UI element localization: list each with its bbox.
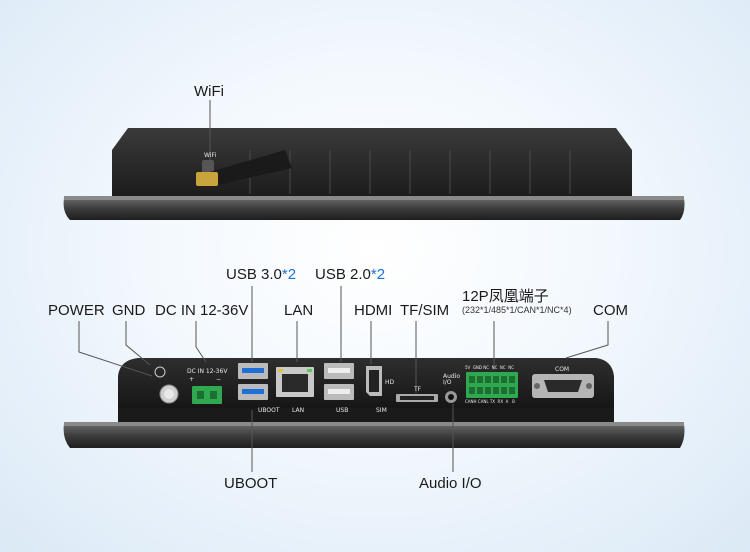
top-bezel [63,198,685,220]
label-tf-sim: TF/SIM [400,302,450,319]
tf-print: TF [414,386,422,393]
label-terminal-sub: (232*1/485*1/CAN*1/NC*4) [462,305,572,315]
label-terminal-title: 12P凤凰端子 [462,288,549,305]
minus-print: − [216,376,222,383]
top-housing [112,128,632,196]
device-io-panel [63,358,685,448]
com-print: COM [555,366,570,373]
label-wifi: WiFi [194,83,224,100]
label-usb3-text: USB 3.0 [226,266,282,283]
label-audio-io: Audio I/O [419,475,482,492]
sim-print: SIM [376,407,387,414]
plus-print: + [189,376,195,383]
label-uboot: UBOOT [224,475,278,492]
housing-ribs [249,150,571,194]
hd-print: HD [385,379,395,386]
wifi-antenna [196,150,292,186]
label-power: POWER [48,302,105,319]
label-usb3: USB 3.0*2 [226,267,296,282]
dc-print: DC IN 12-36V [187,368,228,375]
usb-print: USB [336,407,349,414]
label-usb2-count: *2 [370,266,386,283]
label-com: COM [593,302,628,319]
leader-lines [78,286,609,472]
label-hdmi: HDMI [354,302,393,319]
terminal-top-print: 5V GND NC NC NC NC [465,365,515,370]
lan-print: LAN [292,407,305,414]
uboot-print: UBOOT [258,407,280,414]
antenna-print: WiFi [204,152,217,159]
label-gnd: GND [112,302,146,319]
label-lan: LAN [284,302,314,319]
terminal-bottom-print: CANH CANL TX RX A B [465,399,515,404]
bottom-bezel [63,424,685,448]
label-usb2: USB 2.0*2 [315,267,385,282]
label-dc-in: DC IN 12-36V [155,302,249,319]
phoenix-terminal [466,372,518,398]
device-top-view [63,100,685,220]
dc-terminal [192,386,222,404]
label-usb3-count: *2 [281,266,297,283]
label-usb2-text: USB 2.0 [315,266,371,283]
audio-print: Audio I/O [443,373,461,386]
